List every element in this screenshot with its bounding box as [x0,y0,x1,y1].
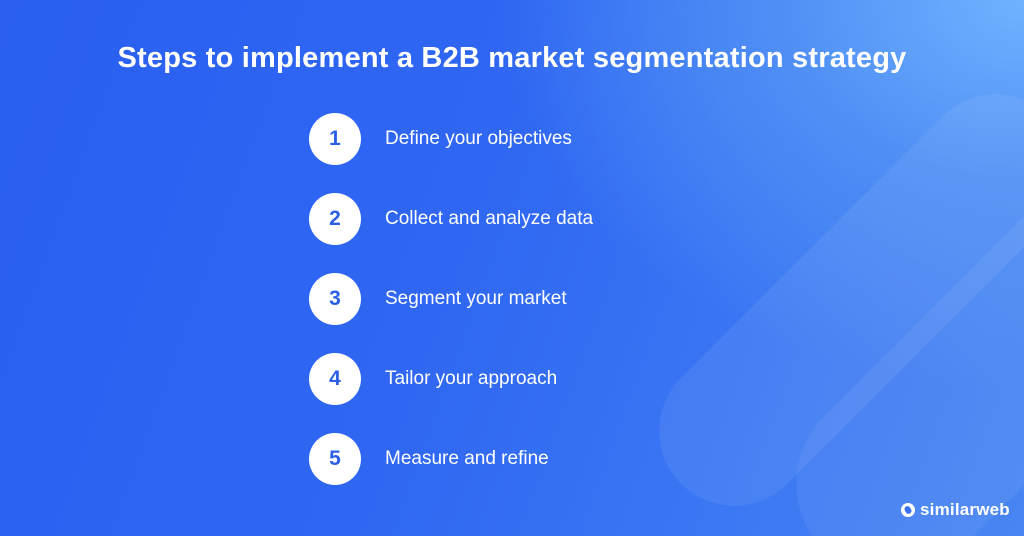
step-label: Tailor your approach [385,368,558,389]
step-item: 3 Segment your market [309,273,593,325]
step-item: 1 Define your objectives [309,113,593,165]
step-number-badge: 4 [309,353,361,405]
step-number-badge: 5 [309,433,361,485]
step-item: 2 Collect and analyze data [309,193,593,245]
page-title: Steps to implement a B2B market segmenta… [117,42,907,74]
step-number-badge: 2 [309,193,361,245]
brand-logo: similarweb [901,500,1010,520]
step-label: Measure and refine [385,448,549,469]
step-number-badge: 3 [309,273,361,325]
step-label: Collect and analyze data [385,208,594,229]
step-number-badge: 1 [309,113,361,165]
brand-name: similarweb [920,500,1010,519]
similarweb-logo-icon [901,503,915,517]
steps-list: 1 Define your objectives 2 Collect and a… [309,113,593,513]
step-item: 4 Tailor your approach [309,353,593,405]
step-label: Segment your market [385,288,567,309]
step-label: Define your objectives [385,128,572,149]
step-item: 5 Measure and refine [309,433,593,485]
